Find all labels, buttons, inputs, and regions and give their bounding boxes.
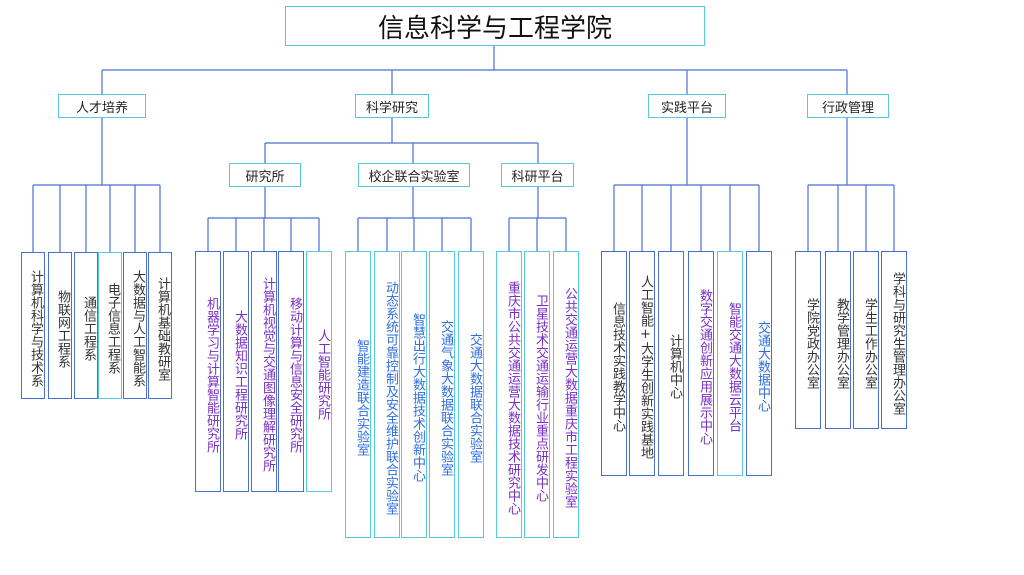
joint-lab: 交通大数据联合实验室: [458, 251, 484, 538]
talent-dept: 计算机基础教研室: [148, 252, 172, 399]
practice-item: 智能交通大数据云平台: [717, 251, 743, 476]
talent-dept: 大数据与人工智能系: [123, 252, 147, 399]
institute: 机器学习与计算智能研究所: [195, 251, 221, 492]
talent-dept: 通信工程系: [74, 252, 98, 399]
category-practice: 实践平台: [648, 94, 726, 118]
institute: 大数据知识工程研究所: [223, 251, 249, 492]
subcategory-joint-labs: 校企联合实验室: [358, 163, 470, 187]
admin-office: 学院党政办公室: [795, 251, 821, 429]
admin-office: 学生工作办公室: [853, 251, 879, 429]
admin-office: 学科与研究生管理办公室: [881, 251, 907, 429]
talent-dept: 物联网工程系: [48, 252, 72, 399]
joint-lab: 动态系统可靠控制及安全维护联合实验室: [374, 251, 400, 538]
practice-item: 人工智能+大学生创新实践基地: [629, 251, 655, 476]
practice-item: 数字交通创新应用展示中心: [688, 251, 714, 476]
practice-item: 计算机中心: [658, 251, 684, 476]
subcategory-institutes: 研究所: [229, 163, 301, 187]
joint-lab: 交通气象大数据联合实验室: [429, 251, 455, 538]
category-research: 科学研究: [355, 94, 429, 118]
institute: 移动计算与信息安全研究所: [278, 251, 304, 492]
joint-lab: 智能建造联合实验室: [345, 251, 371, 538]
institute: 人工智能研究所: [306, 251, 332, 492]
practice-item: 信息技术实践教学中心: [601, 251, 627, 476]
joint-lab: 智慧出行大数据技术创新中心: [401, 251, 427, 538]
institute: 计算机视觉与交通图像理解研究所: [251, 251, 277, 492]
category-talent: 人才培养: [58, 94, 146, 118]
subcategory-platforms: 科研平台: [501, 163, 574, 187]
talent-dept: 电子信息工程系: [98, 252, 122, 399]
category-admin: 行政管理: [807, 94, 889, 118]
research-platform: 公共交通运营大数据重庆市工程实验室: [553, 251, 579, 538]
research-platform: 重庆市公共交通运营大数据技术研究中心: [496, 251, 522, 538]
research-platform: 卫星技术交通运输行业重点研发中心: [524, 251, 550, 538]
admin-office: 教学管理办公室: [825, 251, 851, 429]
college-title: 信息科学与工程学院: [285, 6, 705, 46]
talent-dept: 计算机科学与技术系: [21, 252, 45, 399]
practice-item: 交通大数据中心: [746, 251, 772, 476]
